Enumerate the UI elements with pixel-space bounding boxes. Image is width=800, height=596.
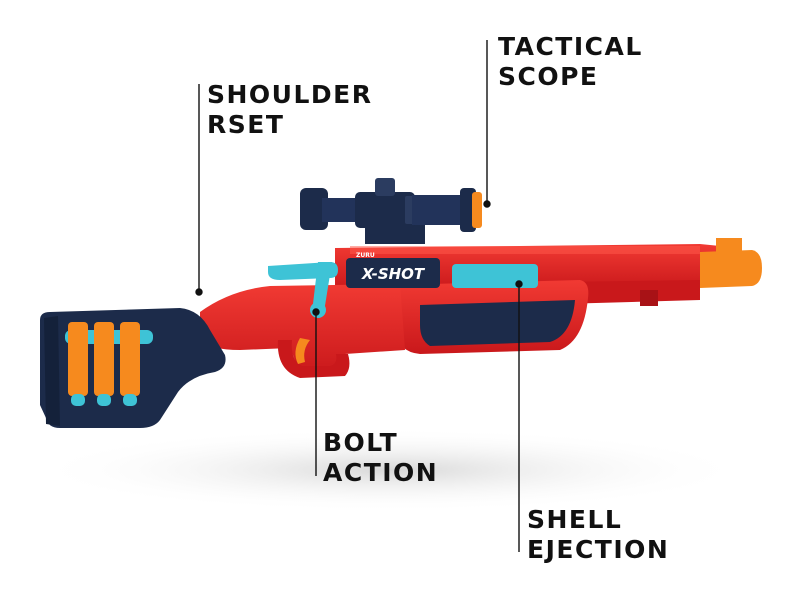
callout-bolt-line2: ACTION	[323, 458, 439, 487]
callout-shell-ejection: SHELL EJECTION	[527, 505, 669, 565]
trigger-guard	[277, 340, 350, 378]
callout-bolt-action: BOLT ACTION	[323, 428, 438, 488]
tactical-scope	[300, 178, 482, 232]
spare-shells	[65, 322, 153, 406]
callout-shell-line1: SHELL	[527, 505, 623, 534]
callout-bolt-line1: BOLT	[323, 428, 399, 457]
callout-shoulder-line2: RSET	[207, 110, 285, 139]
callout-scope-line1: TACTICAL	[498, 32, 643, 61]
xshot-logo-text: X-SHOT	[361, 265, 426, 283]
main-body	[200, 284, 405, 376]
callout-shoulder-line1: SHOULDER	[207, 80, 373, 109]
callout-shell-line2: EJECTION	[527, 535, 670, 564]
barrel-tip	[700, 250, 762, 288]
callout-tactical-scope: TACTICAL SCOPE	[498, 32, 643, 92]
callout-shoulder-rest: SHOULDER RSET	[207, 80, 373, 140]
ground-shadow	[30, 428, 750, 512]
callout-leaders	[195, 40, 523, 552]
callout-scope-line2: SCOPE	[498, 62, 599, 91]
trigger	[295, 338, 310, 364]
zuru-logo-text: ZURU	[356, 252, 375, 259]
lower-barrel	[560, 280, 700, 304]
shell-ejection-window	[452, 264, 538, 288]
xshot-logo-plate	[346, 258, 440, 288]
